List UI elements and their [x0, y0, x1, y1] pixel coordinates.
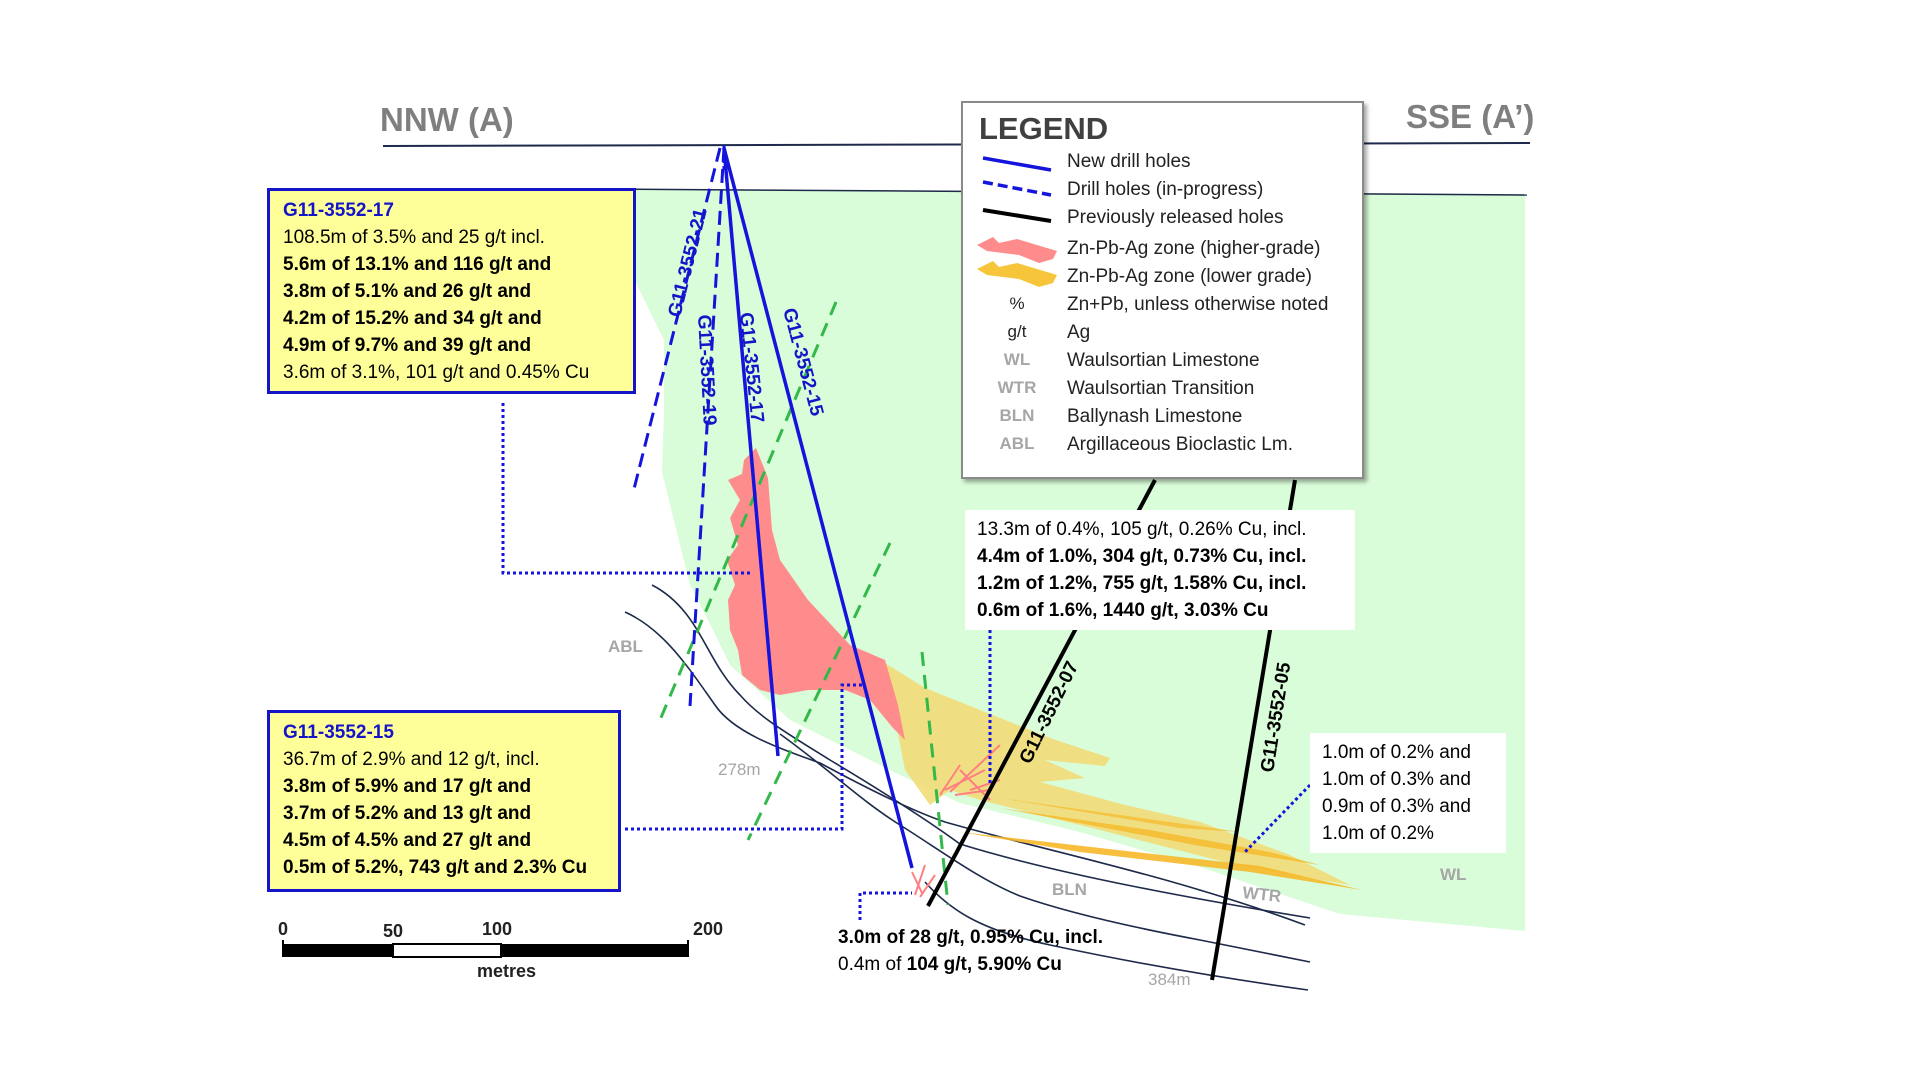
faults: [658, 301, 950, 906]
callout-g07-line: 1.2m of 1.2%, 755 g/t, 1.58% Cu, incl.: [977, 573, 1307, 594]
callout-g17-line: 5.6m of 13.1% and 116 g/t and: [283, 254, 552, 275]
contact-bln-top: [624, 611, 1306, 926]
callout-g07-line: 4.4m of 1.0%, 304 g/t, 0.73% Cu, incl.: [977, 546, 1307, 567]
callout-g15-line: 4.5m of 4.5% and 27 g/t and: [283, 830, 532, 851]
legend-inprogress-icon: [982, 180, 1052, 197]
leader-g17: [501, 403, 750, 575]
legend-row-higher-grade: Zn-Pb-Ag zone (higher-grade): [1067, 238, 1321, 259]
depth-hole17: 278m: [718, 760, 761, 779]
callout-g17-line: 108.5m of 3.5% and 25 g/t incl.: [283, 227, 545, 248]
scale-seg-2: [392, 943, 502, 958]
legend-row-lower-grade: Zn-Pb-Ag zone (lower grade): [1067, 266, 1312, 287]
fault-1: [658, 301, 838, 721]
scale-seg-3: [501, 944, 688, 957]
callout-g17-line: 3.6m of 3.1%, 101 g/t and 0.45% Cu: [283, 362, 590, 383]
scale-label-50: 50: [383, 921, 403, 941]
legend-higher-grade-icon: [977, 237, 1057, 263]
scale-label-100: 100: [482, 919, 512, 939]
legend-previous-icon: [982, 208, 1052, 223]
callout-g17-line: 4.9m of 9.7% and 39 g/t and: [283, 335, 532, 356]
callout-g15: G11-3552-15 36.7m of 2.9% and 12 g/t, in…: [267, 710, 621, 892]
callout-g05-line: 1.0m of 0.2% and: [1322, 742, 1471, 763]
scale-bar: 0 50 100 200 metres: [278, 919, 723, 981]
callout-g05: 1.0m of 0.2% and 1.0m of 0.3% and 0.9m o…: [1310, 733, 1506, 853]
legend-symbols: [977, 156, 1057, 287]
callout-g07-line: 13.3m of 0.4%, 105 g/t, 0.26% Cu, incl.: [977, 519, 1307, 540]
high-grade-veinlets-15: [911, 864, 936, 898]
legend-lower-grade-icon: [977, 261, 1057, 287]
leader-g15-bottom: [858, 891, 912, 920]
scale-unit: metres: [477, 961, 536, 981]
callout-g15-title: G11-3552-15: [283, 722, 394, 743]
leader-g15: [625, 683, 865, 831]
legend-new-hole-icon: [982, 156, 1052, 172]
callout-g05-line: 1.0m of 0.2%: [1322, 823, 1434, 844]
callout-g05-line: 0.9m of 0.3% and: [1322, 796, 1471, 817]
unit-wtr-label: WTR: [1242, 883, 1282, 906]
callout-leaders: [501, 403, 1312, 920]
legend-title: LEGEND: [979, 111, 1109, 146]
unit-bln-label: BLN: [1052, 880, 1087, 899]
legend-row-new-holes: New drill holes: [1067, 151, 1191, 172]
hole-19-trace: [688, 147, 726, 707]
callout-g15-line: 3.7m of 5.2% and 13 g/t and: [283, 803, 532, 824]
unit-wl-label: WL: [1440, 865, 1466, 884]
scale-seg-1: [283, 944, 393, 957]
legend-row-previous: Previously released holes: [1067, 207, 1284, 228]
callout-g07-line: 0.6m of 1.6%, 1440 g/t, 3.03% Cu: [977, 600, 1269, 621]
callout-g07: 13.3m of 0.4%, 105 g/t, 0.26% Cu, incl. …: [965, 510, 1355, 630]
callout-g17-title: G11-3552-17: [283, 200, 394, 221]
scale-label-0: 0: [278, 919, 288, 939]
callout-g15-bottom: 3.0m of 28 g/t, 0.95% Cu, incl. 0.4m of …: [826, 924, 1146, 984]
contact-deep: [924, 881, 1309, 991]
legend-row-inprogress: Drill holes (in-progress): [1067, 179, 1264, 200]
callout-g15-bottom-line1: 3.0m of 28 g/t, 0.95% Cu, incl.: [838, 927, 1104, 948]
contact-abl-top: [651, 584, 1311, 919]
callout-g05-line: 1.0m of 0.3% and: [1322, 769, 1471, 790]
callout-g15-line: 36.7m of 2.9% and 12 g/t, incl.: [283, 749, 540, 770]
callout-g17: G11-3552-17 108.5m of 3.5% and 25 g/t in…: [267, 188, 636, 394]
scale-label-200: 200: [693, 919, 723, 939]
hole-17-trace: [722, 147, 780, 757]
callout-g15-bottom-line2: 0.4m of 104 g/t, 5.90% Cu: [838, 954, 1062, 975]
contact-bln-base: [779, 733, 1311, 963]
callout-g17-line: 3.8m of 5.1% and 26 g/t and: [283, 281, 532, 302]
callout-g15-line: 0.5m of 5.2%, 743 g/t and 2.3% Cu: [283, 857, 588, 878]
zone-lower-streak-3: [1000, 798, 1240, 832]
hole-15-trace: [722, 147, 914, 869]
unit-abl-label: ABL: [608, 637, 643, 656]
callout-g15-line: 3.8m of 5.9% and 17 g/t and: [283, 776, 532, 797]
section-left-label: NNW (A): [380, 101, 514, 138]
hole-21-trace: [631, 147, 722, 494]
fault-3: [920, 651, 950, 906]
zone-lower-streak-1: [960, 832, 1362, 890]
legend-box: LEGEND New drill holes Drill holes (in-p…: [961, 101, 1364, 479]
zone-lower-grade: [880, 660, 1350, 885]
legend-row-percent: %Zn+Pb, unless otherwise noted: [1009, 294, 1329, 315]
fault-2: [746, 542, 892, 841]
depth-hole05: 384m: [1148, 970, 1191, 989]
zone-lower-streak-2: [1000, 808, 1320, 865]
section-right-label: SSE (A’): [1406, 98, 1534, 135]
callout-g17-line: 4.2m of 15.2% and 34 g/t and: [283, 308, 542, 329]
